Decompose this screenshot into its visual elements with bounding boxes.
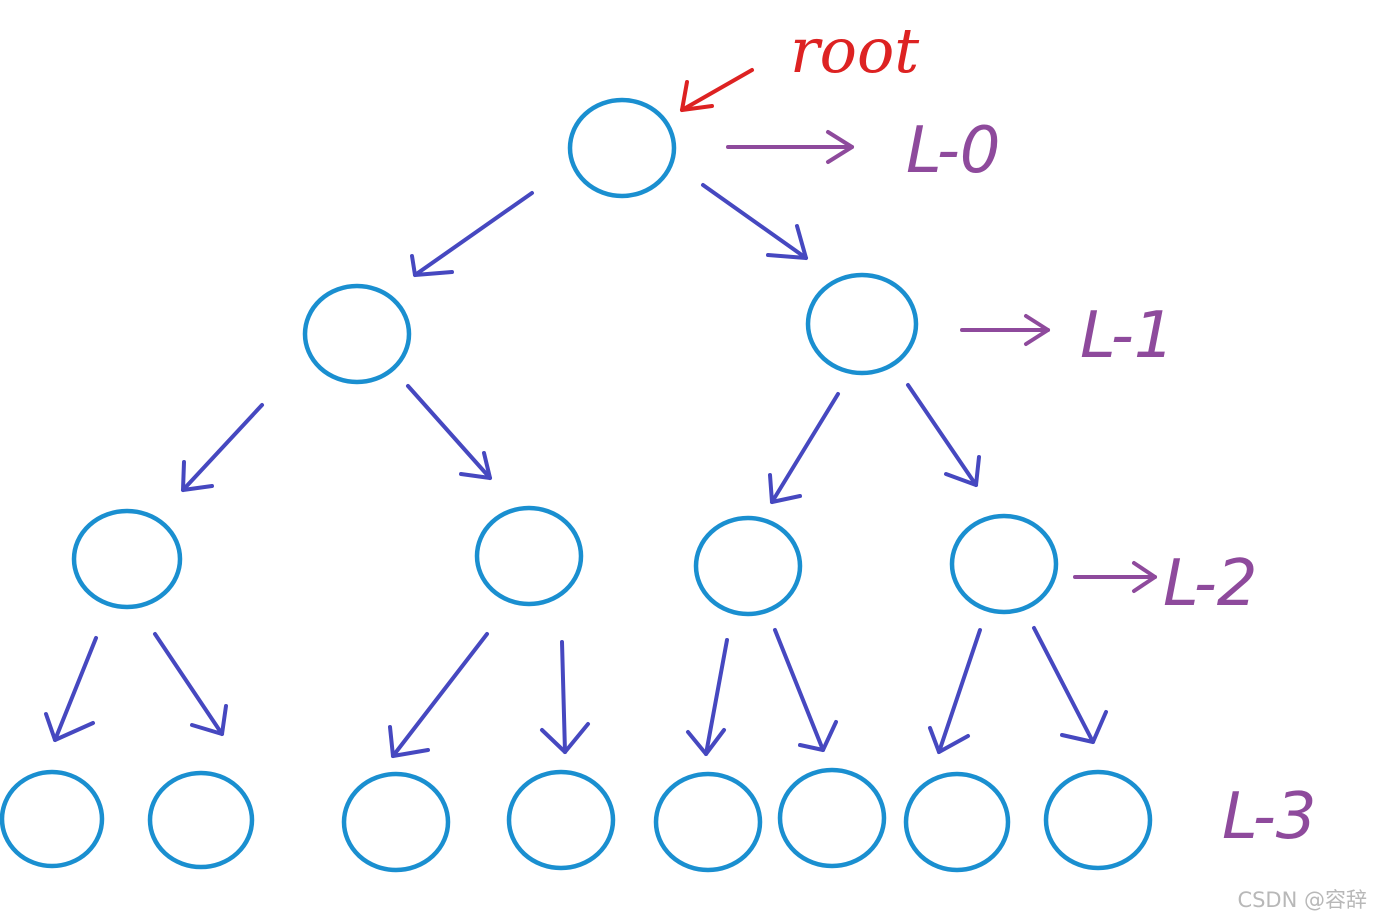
node-level-1 <box>805 272 919 376</box>
level-1-label-group: L-1 <box>960 299 1175 373</box>
node-level-3 <box>777 767 887 869</box>
node-level-3 <box>341 771 451 873</box>
edge-l2c-right <box>773 628 838 752</box>
edge-root-left <box>410 191 534 277</box>
node-level-0-root <box>567 97 677 199</box>
level-labels: L-0 L-1 L-2 L-3 <box>726 114 1317 854</box>
level-3-label: L-3 <box>1222 780 1317 854</box>
node-level-3 <box>0 769 105 869</box>
level-3-label-group: L-3 <box>1222 780 1317 854</box>
node-level-2 <box>693 515 803 617</box>
edge-l1a-left <box>181 403 264 492</box>
node-level-3 <box>653 771 763 873</box>
edge-l1b-right <box>906 383 981 487</box>
node-level-2 <box>949 513 1059 615</box>
node-level-2 <box>71 508 183 610</box>
node-level-3 <box>147 770 255 870</box>
edge-l2a-left <box>44 636 98 742</box>
level-0-label: L-0 <box>906 114 1001 188</box>
node-level-3 <box>1043 769 1153 871</box>
edge-l1a-right <box>406 384 492 480</box>
watermark: CSDN @容辞 <box>1237 888 1367 912</box>
edge-l2d-right <box>1032 626 1108 744</box>
edge-l2c-left <box>686 638 729 756</box>
tree-nodes <box>0 97 1153 873</box>
node-level-3 <box>903 771 1011 873</box>
root-annotation: root <box>680 14 919 112</box>
node-level-1 <box>302 283 412 385</box>
edge-root-right <box>701 183 808 260</box>
root-pointer-arrow <box>680 68 754 112</box>
edge-l1b-left <box>768 392 840 504</box>
tree-edges <box>44 183 1108 758</box>
root-label: root <box>790 14 919 87</box>
edge-l2d-left <box>928 628 982 754</box>
node-level-3 <box>506 769 616 871</box>
level-2-label-group: L-2 <box>1073 547 1258 621</box>
edge-l2a-right <box>153 632 228 736</box>
edge-l2b-left <box>388 632 489 758</box>
level-2-label: L-2 <box>1163 547 1258 621</box>
level-1-label: L-1 <box>1080 299 1175 373</box>
level-0-label-group: L-0 <box>726 114 1001 188</box>
edge-l2b-right <box>540 640 590 754</box>
node-level-2 <box>474 505 584 607</box>
